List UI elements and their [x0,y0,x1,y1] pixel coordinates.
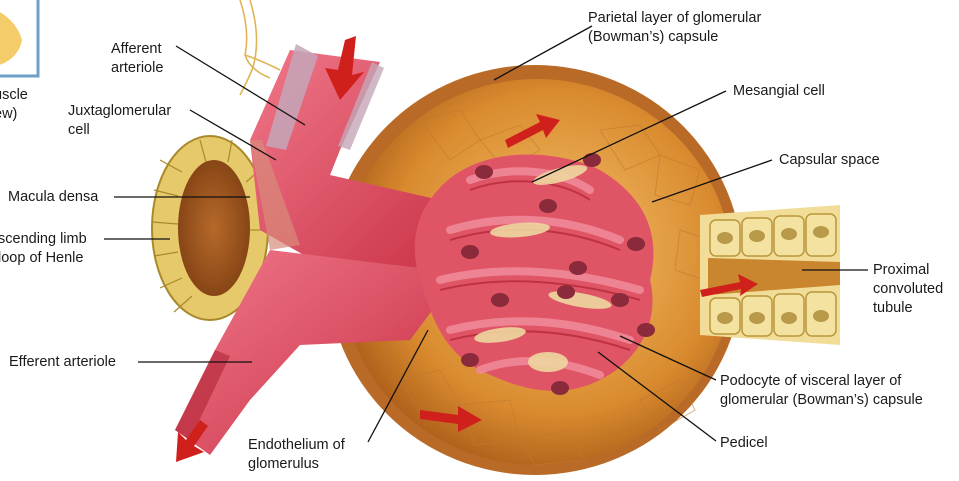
label-endothelium: Endothelium of glomerulus [248,437,345,472]
label-capsular-space: Capsular space [779,152,880,168]
leader-lines [104,25,868,443]
label-pedicel: Pedicel [720,435,768,451]
label-ascending-limb: scending limb loop of Henle [0,231,87,266]
afferent-arteriole [250,44,470,270]
label-juxtaglomerular-cell: Juxtaglomerular cell [68,103,172,138]
flow-arrows [176,36,758,462]
label-parietal-layer: Parietal layer of glomerular (Bowman’s) … [588,10,762,45]
label-afferent-arteriole: Afferent arteriole [111,41,164,76]
label-efferent-arteriole: Efferent arteriole [9,354,116,370]
label-podocyte: Podocyte of visceral layer of glomerular… [720,373,923,408]
efferent-arteriole [175,250,440,455]
nerve-fibers [239,0,281,96]
label-macula-densa: Macula densa [8,189,99,205]
glomerulus-tuft [414,153,655,395]
label-muscle-inset: uscle ew) [0,87,28,122]
inset-box [0,0,40,78]
proximal-tubule [700,205,840,345]
label-proximal-tubule: Proximal convoluted tubule [873,262,944,316]
label-mesangial-cell: Mesangial cell [733,83,825,99]
